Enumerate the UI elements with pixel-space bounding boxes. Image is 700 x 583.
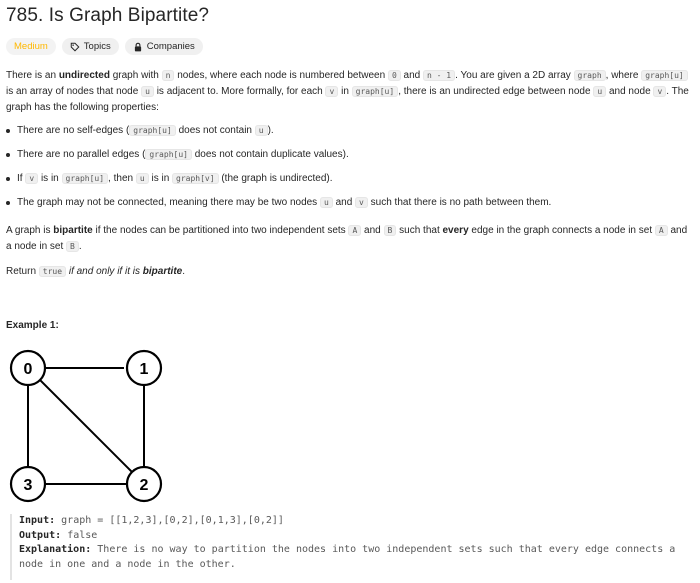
bullet-icon: [6, 201, 10, 205]
graph-node-2: 2: [125, 465, 163, 503]
bipartite-definition: A graph is bipartite if the nodes can be…: [6, 225, 688, 252]
tag-icon: [70, 42, 80, 51]
example-graph: 0 1 2 3: [9, 349, 163, 503]
edge-0-2: [39, 379, 133, 473]
svg-text:3: 3: [24, 477, 33, 494]
example-explanation: Explanation: There is no way to partitio…: [19, 544, 676, 570]
svg-text:0: 0: [24, 361, 33, 378]
bullet-icon: [6, 177, 10, 181]
return-statement: Return true if and only if it is biparti…: [6, 266, 185, 277]
graph-node-0: 0: [9, 349, 47, 387]
companies-button[interactable]: Companies: [124, 38, 203, 55]
problem-description: There is an undirected graph with n node…: [6, 70, 689, 113]
example-input: Input: graph = [[1,2,3],[0,2],[0,1,3],[0…: [19, 515, 284, 526]
example-output: Output: false: [19, 529, 98, 541]
problem-title: 785. Is Graph Bipartite?: [6, 5, 210, 26]
list-item: If v is in graph[u], then u is in graph[…: [6, 171, 686, 195]
bullet-icon: [6, 129, 10, 133]
list-item: There are no parallel edges (graph[u] do…: [6, 147, 686, 171]
example-block: Input: graph = [[1,2,3],[0,2],[0,1,3],[0…: [10, 514, 692, 580]
topics-button[interactable]: Topics: [61, 38, 119, 55]
difficulty-badge[interactable]: Medium: [6, 38, 56, 55]
graph-node-3: 3: [9, 465, 47, 503]
companies-label: Companies: [146, 41, 195, 52]
lock-icon: [134, 42, 141, 51]
properties-list: There are no self-edges (graph[u] does n…: [6, 123, 686, 219]
graph-node-1: 1: [125, 349, 163, 387]
topics-label: Topics: [83, 41, 111, 52]
list-item: The graph may not be connected, meaning …: [6, 195, 686, 219]
tag-bar: Medium Topics Companies: [6, 38, 203, 55]
svg-text:1: 1: [140, 361, 149, 378]
svg-text:2: 2: [140, 477, 149, 494]
bullet-icon: [6, 153, 10, 157]
list-item: There are no self-edges (graph[u] does n…: [6, 123, 686, 147]
example-title: Example 1:: [6, 320, 59, 331]
